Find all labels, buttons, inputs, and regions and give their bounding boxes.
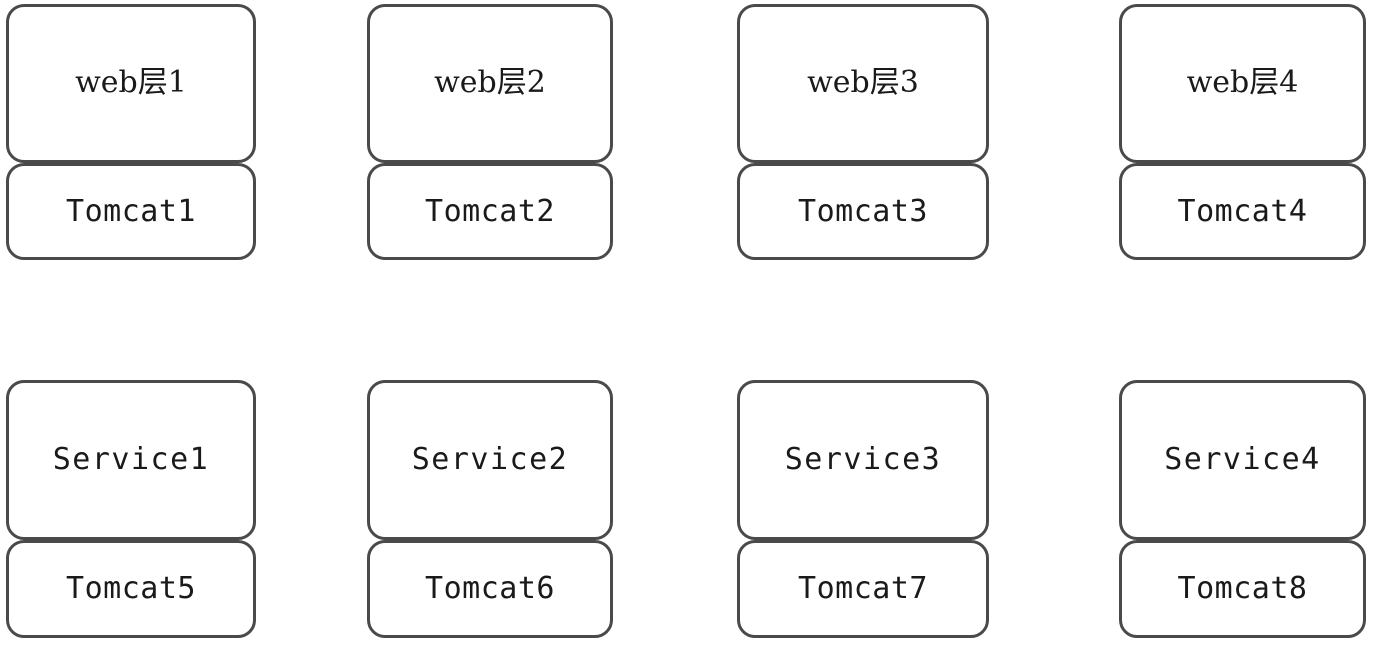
stack-service-2: Service2 Tomcat6 bbox=[367, 380, 613, 638]
box-label-tomcat-5: Tomcat5 bbox=[66, 571, 196, 606]
box-label-web-2: web层2 bbox=[434, 64, 546, 100]
box-web-tier-1[interactable]: web层1 bbox=[6, 4, 256, 163]
box-label-service-1: Service1 bbox=[52, 442, 210, 477]
box-tomcat-1[interactable]: Tomcat1 bbox=[6, 163, 256, 260]
box-label-tomcat-8: Tomcat8 bbox=[1177, 571, 1308, 606]
stack-service-4: Service4 Tomcat8 bbox=[1119, 380, 1366, 638]
box-tomcat-4[interactable]: Tomcat4 bbox=[1119, 163, 1366, 260]
stack-web-2: web层2 Tomcat2 bbox=[367, 4, 613, 260]
box-label-tomcat-1: Tomcat1 bbox=[66, 193, 196, 229]
box-service-2[interactable]: Service2 bbox=[367, 380, 613, 540]
box-label-tomcat-2: Tomcat2 bbox=[425, 193, 555, 229]
box-tomcat-6[interactable]: Tomcat6 bbox=[367, 540, 613, 638]
box-label-web-1: web层1 bbox=[75, 64, 187, 100]
box-web-tier-2[interactable]: web层2 bbox=[367, 4, 613, 163]
box-web-tier-4[interactable]: web层4 bbox=[1119, 4, 1366, 163]
box-label-web-4: web层4 bbox=[1186, 64, 1299, 100]
box-label-web-3: web层3 bbox=[807, 64, 919, 100]
box-tomcat-2[interactable]: Tomcat2 bbox=[367, 163, 613, 260]
box-tomcat-7[interactable]: Tomcat7 bbox=[737, 540, 989, 638]
box-label-tomcat-7: Tomcat7 bbox=[798, 571, 928, 606]
box-tomcat-8[interactable]: Tomcat8 bbox=[1119, 540, 1366, 638]
box-tomcat-3[interactable]: Tomcat3 bbox=[737, 163, 989, 260]
box-label-service-3: Service3 bbox=[784, 442, 942, 477]
box-label-service-2: Service2 bbox=[411, 442, 569, 477]
box-tomcat-5[interactable]: Tomcat5 bbox=[6, 540, 256, 638]
stack-web-4: web层4 Tomcat4 bbox=[1119, 4, 1366, 260]
stack-web-1: web层1 Tomcat1 bbox=[6, 4, 256, 260]
box-label-tomcat-3: Tomcat3 bbox=[798, 193, 928, 229]
box-service-1[interactable]: Service1 bbox=[6, 380, 256, 540]
box-service-3[interactable]: Service3 bbox=[737, 380, 989, 540]
box-label-tomcat-4: Tomcat4 bbox=[1177, 193, 1308, 229]
box-label-service-4: Service4 bbox=[1164, 442, 1321, 477]
stack-service-3: Service3 Tomcat7 bbox=[737, 380, 989, 638]
box-label-tomcat-6: Tomcat6 bbox=[425, 571, 555, 606]
box-service-4[interactable]: Service4 bbox=[1119, 380, 1366, 540]
stack-service-1: Service1 Tomcat5 bbox=[6, 380, 256, 638]
box-web-tier-3[interactable]: web层3 bbox=[737, 4, 989, 163]
stack-web-3: web层3 Tomcat3 bbox=[737, 4, 989, 260]
